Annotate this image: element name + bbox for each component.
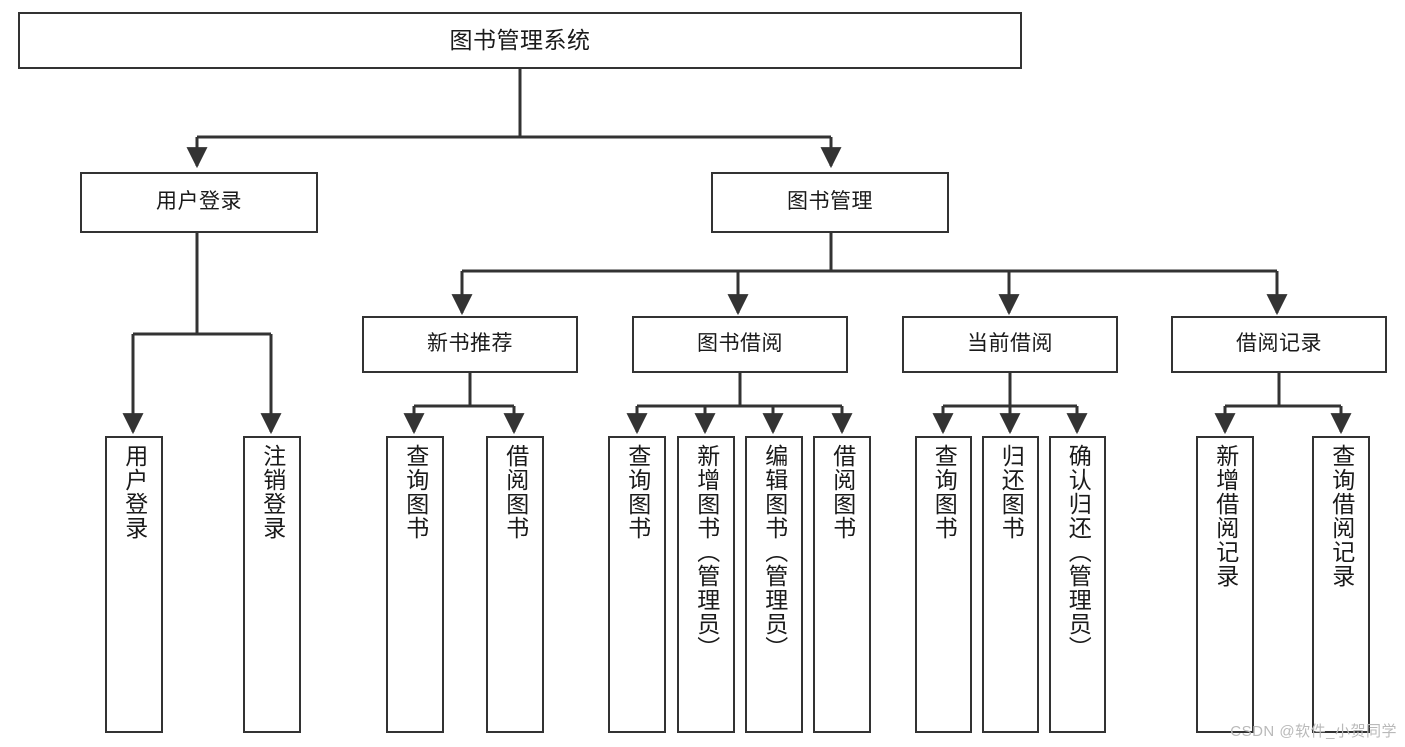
node-book-manage[interactable]: 图书管理	[711, 172, 949, 233]
node-borrow-record-label: 借阅记录	[1236, 332, 1322, 356]
node-book-manage-label: 图书管理	[787, 190, 873, 214]
leaf-borrow-book-2-label: 借阅图书	[829, 444, 856, 540]
node-user-login-label: 用户登录	[156, 190, 242, 214]
leaf-query-book-3-label: 查询图书	[931, 444, 958, 540]
leaf-query-book-1-label: 查询图书	[402, 444, 429, 540]
leaf-query-record-label: 查询借阅记录	[1328, 444, 1355, 588]
leaf-query-book-1[interactable]: 查询图书	[386, 436, 444, 733]
leaf-add-book-label: 新增图书（管理员）	[693, 444, 720, 660]
leaf-edit-book-label: 编辑图书（管理员）	[761, 444, 788, 660]
leaf-logout-login[interactable]: 注销登录	[243, 436, 301, 733]
node-book-borrow-label: 图书借阅	[697, 332, 783, 356]
node-borrow-record[interactable]: 借阅记录	[1171, 316, 1387, 373]
node-current-borrow[interactable]: 当前借阅	[902, 316, 1118, 373]
leaf-add-book[interactable]: 新增图书（管理员）	[677, 436, 735, 733]
leaf-query-book-2-label: 查询图书	[624, 444, 651, 540]
leaf-add-record[interactable]: 新增借阅记录	[1196, 436, 1254, 733]
leaf-user-login[interactable]: 用户登录	[105, 436, 163, 733]
leaf-logout-login-label: 注销登录	[259, 444, 286, 540]
leaf-user-login-label: 用户登录	[121, 444, 148, 540]
node-user-login[interactable]: 用户登录	[80, 172, 318, 233]
node-new-book-recommend-label: 新书推荐	[427, 332, 513, 356]
leaf-return-book-label: 归还图书	[998, 444, 1025, 540]
node-new-book-recommend[interactable]: 新书推荐	[362, 316, 578, 373]
leaf-confirm-return[interactable]: 确认归还（管理员）	[1049, 436, 1106, 733]
node-current-borrow-label: 当前借阅	[967, 332, 1053, 356]
leaf-confirm-return-label: 确认归还（管理员）	[1065, 444, 1092, 660]
node-book-borrow[interactable]: 图书借阅	[632, 316, 848, 373]
node-root-label: 图书管理系统	[449, 26, 591, 53]
leaf-borrow-book-1[interactable]: 借阅图书	[486, 436, 544, 733]
leaf-add-record-label: 新增借阅记录	[1212, 444, 1239, 588]
leaf-query-book-2[interactable]: 查询图书	[608, 436, 666, 733]
node-root[interactable]: 图书管理系统	[18, 12, 1022, 69]
leaf-query-record[interactable]: 查询借阅记录	[1312, 436, 1370, 733]
leaf-query-book-3[interactable]: 查询图书	[915, 436, 972, 733]
leaf-borrow-book-2[interactable]: 借阅图书	[813, 436, 871, 733]
leaf-edit-book[interactable]: 编辑图书（管理员）	[745, 436, 803, 733]
leaf-return-book[interactable]: 归还图书	[982, 436, 1039, 733]
leaf-borrow-book-1-label: 借阅图书	[502, 444, 529, 540]
